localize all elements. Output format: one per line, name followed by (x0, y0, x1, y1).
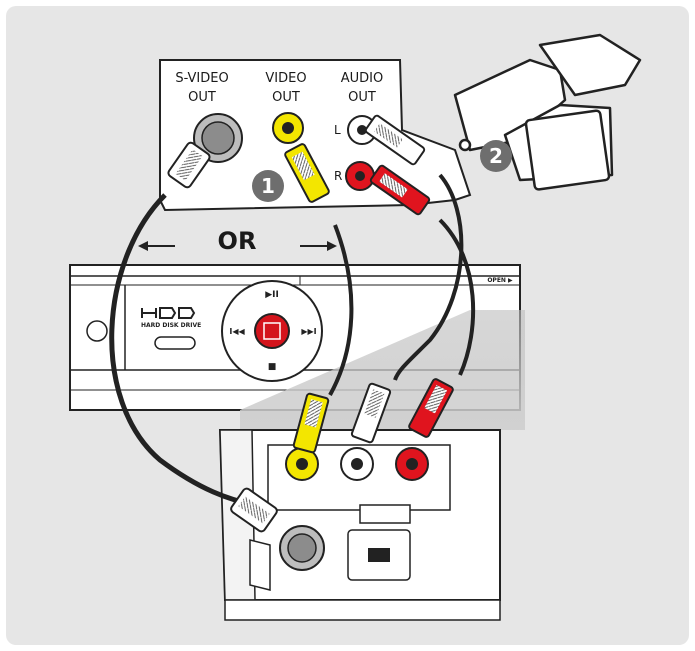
step-1-number: 1 (261, 174, 275, 198)
audio-left-cable (393, 173, 464, 381)
svideo-jack-recorder (279, 525, 325, 571)
control-pad: ▶II I◀◀ ▶▶I ■ (221, 280, 323, 382)
previous-icon: I◀◀ (229, 327, 245, 336)
video-jack-camcorder (272, 112, 304, 144)
svideo-plug-recorder (230, 487, 278, 533)
video-plug-recorder (292, 392, 330, 454)
camcorder-icon (453, 33, 642, 191)
power-button (86, 320, 108, 342)
audio-label-line1: AUDIO (341, 71, 384, 86)
audio-right-plug-camcorder (369, 164, 431, 216)
audio-left-plug-camcorder (364, 114, 426, 166)
video-jack-recorder (285, 447, 319, 481)
svideo-jack-camcorder (193, 113, 243, 163)
step-1-badge: 1 (252, 170, 284, 202)
stop-icon: ■ (268, 362, 277, 372)
audio-right-cable (438, 218, 476, 376)
video-label-line2: OUT (272, 90, 300, 105)
left-channel-label: L (334, 123, 341, 137)
right-channel-label: R (334, 169, 342, 183)
display-window (154, 336, 196, 350)
hdd-logo-subtext: HARD DISK DRIVE (141, 322, 201, 329)
step-2-badge: 2 (480, 140, 512, 172)
next-icon: ▶▶I (301, 327, 316, 336)
hdd-logo: HARD DISK DRIVE (141, 307, 201, 350)
or-indicator: OR (138, 227, 337, 255)
audio-right-jack-camcorder (345, 161, 375, 191)
play-pause-icon: ▶II (265, 290, 279, 300)
audio-right-plug-recorder (408, 378, 454, 438)
step-2-number: 2 (489, 144, 503, 168)
svideo-cable (109, 193, 256, 508)
or-label: OR (218, 227, 257, 255)
audio-left-jack-recorder (340, 447, 374, 481)
svideo-plug-camcorder (167, 141, 211, 189)
svideo-label-line2: OUT (188, 90, 216, 105)
svideo-label-line1: S-VIDEO (175, 71, 228, 86)
audio-right-jack-recorder (395, 447, 429, 481)
video-cable (328, 224, 354, 396)
open-label: OPEN ▶ (487, 277, 513, 284)
audio-left-plug-recorder (350, 382, 392, 444)
video-plug-camcorder (284, 143, 330, 203)
video-label-line1: VIDEO (265, 71, 306, 86)
audio-label-line2: OUT (348, 90, 376, 105)
